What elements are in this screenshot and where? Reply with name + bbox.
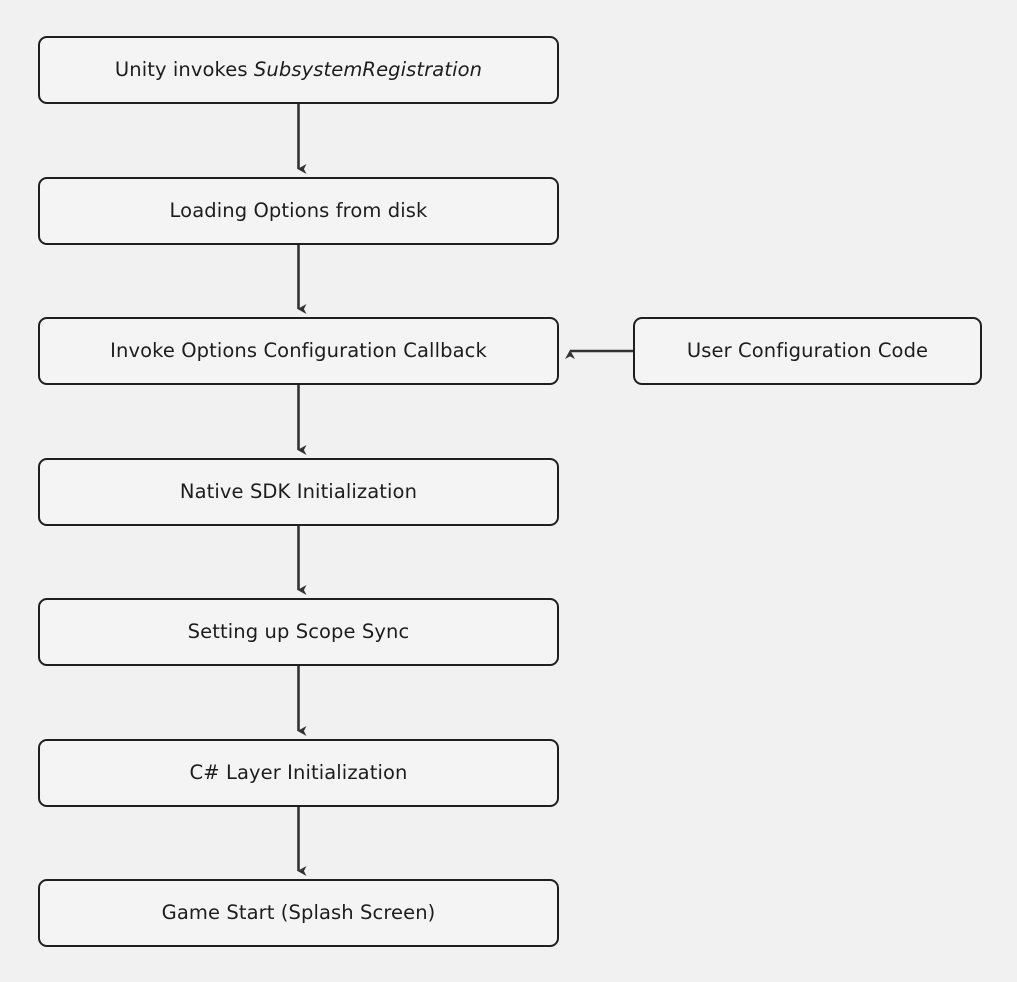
- node-invoke-callback[interactable]: Invoke Options Configuration Callback: [38, 317, 559, 385]
- node-label: User Configuration Code: [686, 338, 929, 362]
- node-label: Game Start (Splash Screen): [161, 900, 436, 924]
- node-label: Invoke Options Configuration Callback: [110, 338, 487, 362]
- node-csharp-layer-initialization[interactable]: C# Layer Initialization: [38, 739, 559, 807]
- node-label: Setting up Scope Sync: [187, 619, 410, 643]
- node-loading-options[interactable]: Loading Options from disk: [38, 177, 559, 245]
- node-user-configuration-code[interactable]: User Configuration Code: [633, 317, 982, 385]
- node-subsystem-registration[interactable]: Unity invokes SubsystemRegistration: [38, 36, 559, 104]
- node-native-sdk-initialization[interactable]: Native SDK Initialization: [38, 458, 559, 526]
- node-label: Loading Options from disk: [169, 198, 428, 222]
- node-label: C# Layer Initialization: [189, 760, 408, 784]
- node-label: Unity invokes SubsystemRegistration: [115, 58, 482, 82]
- node-label: Native SDK Initialization: [179, 479, 418, 503]
- node-label-plain: Unity invokes: [114, 57, 254, 81]
- node-label-emphasis: SubsystemRegistration: [253, 57, 483, 81]
- node-game-start[interactable]: Game Start (Splash Screen): [38, 879, 559, 947]
- node-scope-sync[interactable]: Setting up Scope Sync: [38, 598, 559, 666]
